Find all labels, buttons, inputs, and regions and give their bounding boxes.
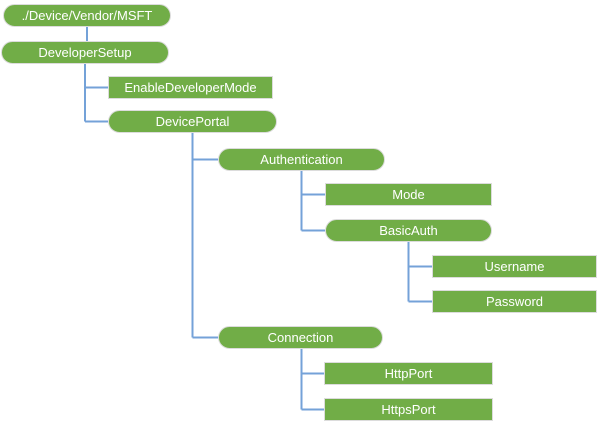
node-mode: Mode [325, 183, 492, 206]
node-authentication: Authentication [218, 148, 385, 171]
node-password: Password [432, 290, 597, 313]
node-https-port: HttpsPort [324, 398, 493, 421]
node-enable-developer-mode: EnableDeveloperMode [108, 76, 273, 99]
node-http-port: HttpPort [324, 362, 493, 385]
node-device-portal: DevicePortal [108, 110, 277, 133]
node-connection: Connection [218, 326, 383, 349]
node-developer-setup: DeveloperSetup [1, 41, 169, 64]
node-username: Username [432, 255, 597, 278]
node-basic-auth: BasicAuth [325, 219, 492, 242]
node-root-msft: ./Device/Vendor/MSFT [3, 4, 171, 27]
